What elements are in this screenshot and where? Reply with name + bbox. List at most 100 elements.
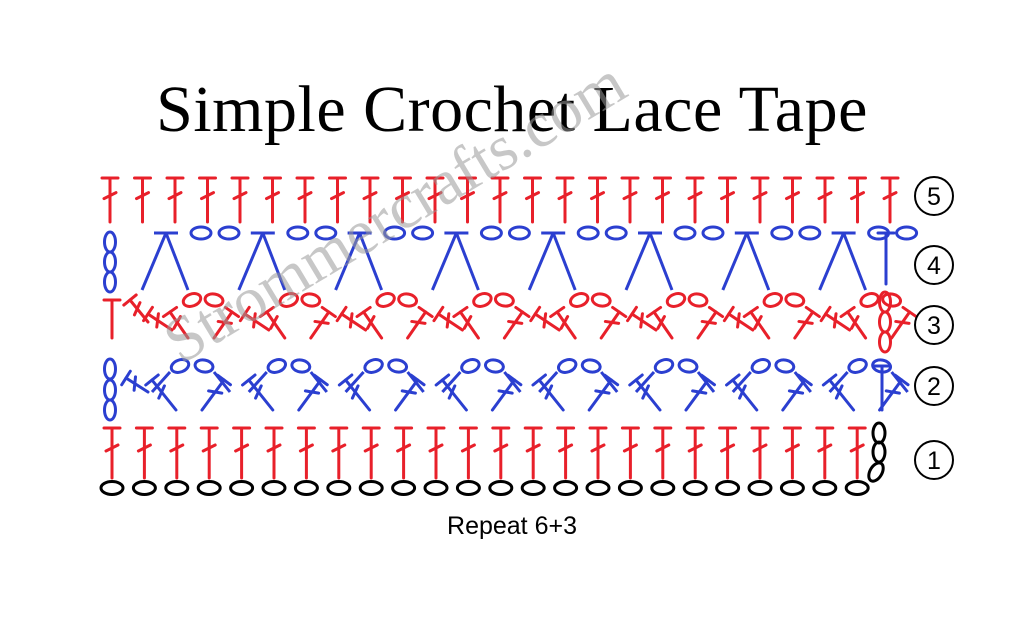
double-crochet-icon <box>144 373 178 412</box>
chain-icon <box>479 225 503 241</box>
row-number-5: 5 <box>914 176 954 216</box>
chain-icon <box>488 480 514 496</box>
double-crochet-icon <box>458 426 478 480</box>
double-crochet-icon <box>783 176 802 224</box>
double-crochet-icon <box>722 305 755 332</box>
double-crochet-icon <box>725 373 759 412</box>
row-number-4: 4 <box>914 245 954 285</box>
chain-icon <box>844 480 870 496</box>
double-crochet-icon <box>523 426 543 480</box>
row-number-text: 1 <box>927 447 941 475</box>
double-crochet-icon <box>815 426 835 480</box>
double-crochet-icon <box>847 426 867 480</box>
chain-icon <box>103 250 117 274</box>
chain-icon <box>770 225 794 241</box>
chain-icon <box>169 358 191 374</box>
chain-icon <box>673 225 697 241</box>
double-crochet-icon <box>880 176 900 224</box>
double-crochet-icon <box>527 232 555 291</box>
double-crochet-icon <box>848 176 867 224</box>
row-2-stitches <box>103 357 910 422</box>
chain-icon <box>859 292 880 308</box>
double-crochet-icon <box>142 305 174 332</box>
chain-icon <box>677 358 699 374</box>
double-crochet-icon <box>523 176 542 224</box>
fan-leg <box>731 370 752 394</box>
double-crochet-icon <box>818 232 845 291</box>
double-crochet-icon <box>718 176 737 224</box>
chain-icon <box>812 480 838 496</box>
double-crochet-icon <box>529 305 561 332</box>
chain-icon <box>131 480 157 496</box>
chain-icon <box>665 292 687 308</box>
double-crochet-icon <box>261 232 287 291</box>
fan-leg <box>150 370 172 394</box>
fan-leg <box>309 371 328 393</box>
double-crochet-icon <box>587 373 620 412</box>
chain-icon <box>604 225 628 241</box>
chain-icon <box>314 225 338 241</box>
fan-leg <box>344 370 365 394</box>
chain-icon <box>326 480 352 496</box>
double-crochet-icon <box>295 176 315 224</box>
row-number-1: 1 <box>914 440 954 480</box>
chain-icon <box>585 480 611 496</box>
double-crochet-icon <box>648 232 674 291</box>
double-crochet-icon <box>434 373 468 412</box>
double-crochet-icon <box>102 426 122 480</box>
double-crochet-icon <box>432 305 464 332</box>
chain-icon <box>762 292 784 308</box>
chain-icon <box>261 480 287 496</box>
chain-icon <box>687 292 709 308</box>
double-crochet-icon <box>742 305 771 340</box>
fan-leg <box>406 371 425 393</box>
row-number-text: 2 <box>927 373 941 401</box>
chain-icon <box>203 292 225 308</box>
chain-icon <box>576 225 600 241</box>
chain-icon <box>286 225 310 241</box>
double-crochet-icon <box>232 426 252 480</box>
chain-icon <box>99 480 125 496</box>
chain-icon <box>568 292 590 308</box>
chain-icon <box>871 421 887 445</box>
double-crochet-icon <box>890 305 918 340</box>
double-crochet-icon <box>200 373 232 412</box>
double-crochet-icon <box>815 176 835 224</box>
chain-icon <box>867 461 885 483</box>
double-crochet-icon <box>237 232 265 291</box>
fan-leg <box>696 371 716 393</box>
double-crochet-icon <box>455 232 480 291</box>
chain-icon <box>103 378 117 402</box>
fan-leg <box>212 371 232 393</box>
chain-icon <box>798 225 822 241</box>
double-crochet-icon <box>337 373 372 412</box>
double-crochet-icon <box>394 426 414 480</box>
double-crochet-icon <box>394 373 426 412</box>
chain-icon <box>103 270 117 294</box>
chain-icon <box>387 358 409 374</box>
double-crochet-icon <box>167 426 187 480</box>
double-crochet-icon <box>588 176 607 224</box>
chain-icon <box>193 358 215 374</box>
chain-icon <box>391 480 417 496</box>
double-crochet-icon <box>782 426 802 480</box>
double-crochet-icon <box>335 305 368 332</box>
double-crochet-icon <box>199 426 219 480</box>
chain-icon <box>375 292 396 308</box>
double-crochet-icon <box>793 305 821 340</box>
row-number-2: 2 <box>914 366 954 406</box>
row-number-circle <box>914 366 954 406</box>
chain-icon <box>278 292 300 308</box>
double-crochet-icon <box>653 426 673 480</box>
chain-icon <box>181 292 203 308</box>
double-crochet-icon <box>490 373 523 412</box>
foundation-chain-row <box>99 421 887 496</box>
chain-icon <box>715 480 741 496</box>
double-crochet-icon <box>624 232 652 291</box>
double-crochet-icon <box>140 232 168 291</box>
double-crochet-icon <box>839 305 868 340</box>
double-crochet-icon <box>721 232 749 291</box>
half-double-crochet-icon <box>872 364 892 412</box>
